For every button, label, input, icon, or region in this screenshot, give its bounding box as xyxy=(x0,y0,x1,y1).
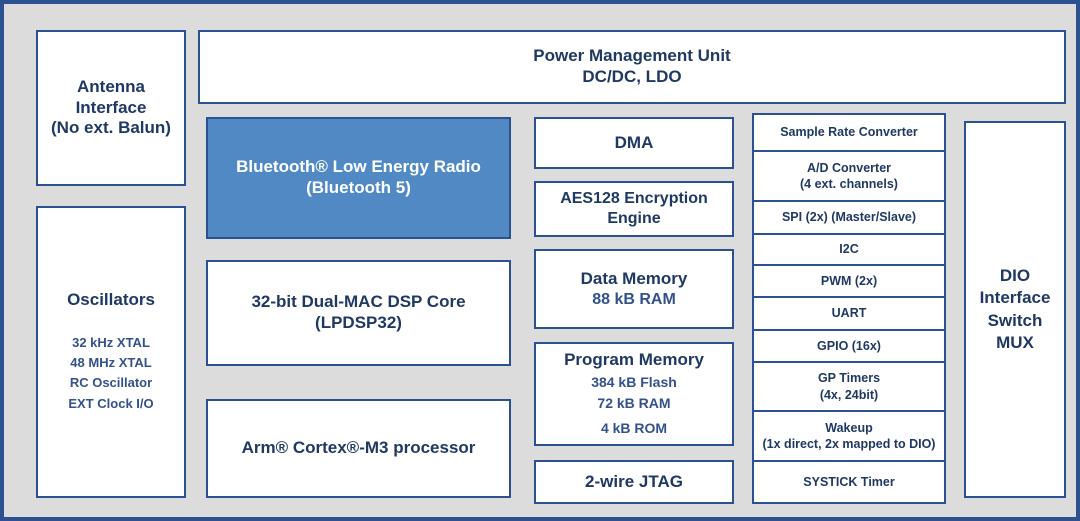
block-data-memory: Data Memory 88 kB RAM xyxy=(534,249,734,329)
peripheral-stack: Sample Rate Converter A/D Converter (4 e… xyxy=(752,113,946,504)
dma-line1: DMA xyxy=(614,132,654,152)
aes-line2: Engine xyxy=(607,210,661,227)
peripheral-row-gpio: GPIO (16x) xyxy=(754,331,944,363)
peripheral-6-line1: GPIO (16x) xyxy=(817,338,881,353)
block-power-management-unit: Power Management Unit DC/DC, LDO xyxy=(198,30,1066,104)
peripheral-row-i2c: I2C xyxy=(754,235,944,266)
dio-line2: Interface xyxy=(979,288,1051,308)
block-bluetooth-low-energy-radio: Bluetooth® Low Energy Radio (Bluetooth 5… xyxy=(206,117,511,239)
program-memory-line3: 72 kB RAM xyxy=(597,394,671,411)
peripheral-1-line1: A/D Converter xyxy=(806,160,892,175)
oscillators-title: Oscillators xyxy=(67,290,155,310)
oscillators-item-0: 32 kHz XTAL xyxy=(72,335,150,351)
program-memory-line2: 384 kB Flash xyxy=(591,374,677,391)
antenna-line2: Interface xyxy=(75,97,147,117)
oscillators-item-1: 48 MHz XTAL xyxy=(70,355,152,371)
peripheral-8-line1: Wakeup xyxy=(825,420,873,435)
dio-line4: MUX xyxy=(996,332,1034,352)
program-memory-line1: Program Memory xyxy=(564,349,704,369)
block-program-memory: Program Memory 384 kB Flash 72 kB RAM 4 … xyxy=(534,342,734,446)
peripheral-5-line1: UART xyxy=(831,306,867,321)
block-dma: DMA xyxy=(534,117,734,169)
peripheral-row-sample-rate-converter: Sample Rate Converter xyxy=(754,115,944,152)
peripheral-row-ad-converter: A/D Converter (4 ext. channels) xyxy=(754,152,944,202)
block-oscillators: Oscillators 32 kHz XTAL 48 MHz XTAL RC O… xyxy=(36,206,186,498)
data-memory-line2: 88 kB RAM xyxy=(592,290,676,308)
dio-line1: DIO xyxy=(999,266,1031,286)
peripheral-row-pwm: PWM (2x) xyxy=(754,266,944,298)
block-jtag: 2-wire JTAG xyxy=(534,460,734,504)
peripheral-row-uart: UART xyxy=(754,298,944,331)
jtag-line1: 2-wire JTAG xyxy=(585,471,683,491)
peripheral-row-gp-timers: GP Timers (4x, 24bit) xyxy=(754,363,944,412)
peripheral-2-line1: SPI (2x) (Master/Slave) xyxy=(781,210,917,225)
radio-line1: Bluetooth® Low Energy Radio xyxy=(236,157,481,177)
peripheral-8-line2: (1x direct, 2x mapped to DIO) xyxy=(762,437,936,451)
dio-line3: Switch xyxy=(987,310,1043,330)
peripheral-9-line1: SYSTICK Timer xyxy=(803,474,895,489)
program-memory-line4: 4 kB ROM xyxy=(600,420,668,437)
peripheral-1-line2: (4 ext. channels) xyxy=(800,177,898,191)
peripheral-7-line2: (4x, 24bit) xyxy=(819,387,879,402)
block-dio-interface-switch-mux: DIO Interface Switch MUX xyxy=(964,121,1066,498)
peripheral-row-wakeup: Wakeup (1x direct, 2x mapped to DIO) xyxy=(754,412,944,462)
radio-line2: (Bluetooth 5) xyxy=(306,178,411,197)
block-antenna-interface: Antenna Interface (No ext. Balun) xyxy=(36,30,186,186)
data-memory-line1: Data Memory xyxy=(580,268,688,288)
peripheral-row-spi: SPI (2x) (Master/Slave) xyxy=(754,202,944,235)
peripheral-0-line1: Sample Rate Converter xyxy=(780,125,918,140)
block-cortex-m3-processor: Arm® Cortex®-M3 processor xyxy=(206,399,511,498)
dsp-line2: (LPDSP32) xyxy=(315,313,402,332)
pmu-line2: DC/DC, LDO xyxy=(582,67,682,86)
block-aes128-encryption-engine: AES128 Encryption Engine xyxy=(534,181,734,237)
block-dsp-core: 32-bit Dual-MAC DSP Core (LPDSP32) xyxy=(206,260,511,366)
peripheral-4-line1: PWM (2x) xyxy=(820,273,878,288)
aes-line1: AES128 Encryption xyxy=(560,190,708,208)
antenna-line3: (No ext. Balun) xyxy=(51,118,171,138)
dsp-line1: 32-bit Dual-MAC DSP Core xyxy=(251,292,466,312)
cpu-line1: Arm® Cortex®-M3 processor xyxy=(241,438,476,458)
peripheral-3-line1: I2C xyxy=(839,242,859,257)
peripheral-7-line1: GP Timers xyxy=(817,371,881,386)
peripheral-row-systick-timer: SYSTICK Timer xyxy=(754,462,944,502)
pmu-line1: Power Management Unit xyxy=(533,46,731,66)
oscillators-item-2: RC Oscillator xyxy=(69,375,153,391)
antenna-line1: Antenna xyxy=(77,76,145,96)
oscillators-item-3: EXT Clock I/O xyxy=(68,395,154,411)
